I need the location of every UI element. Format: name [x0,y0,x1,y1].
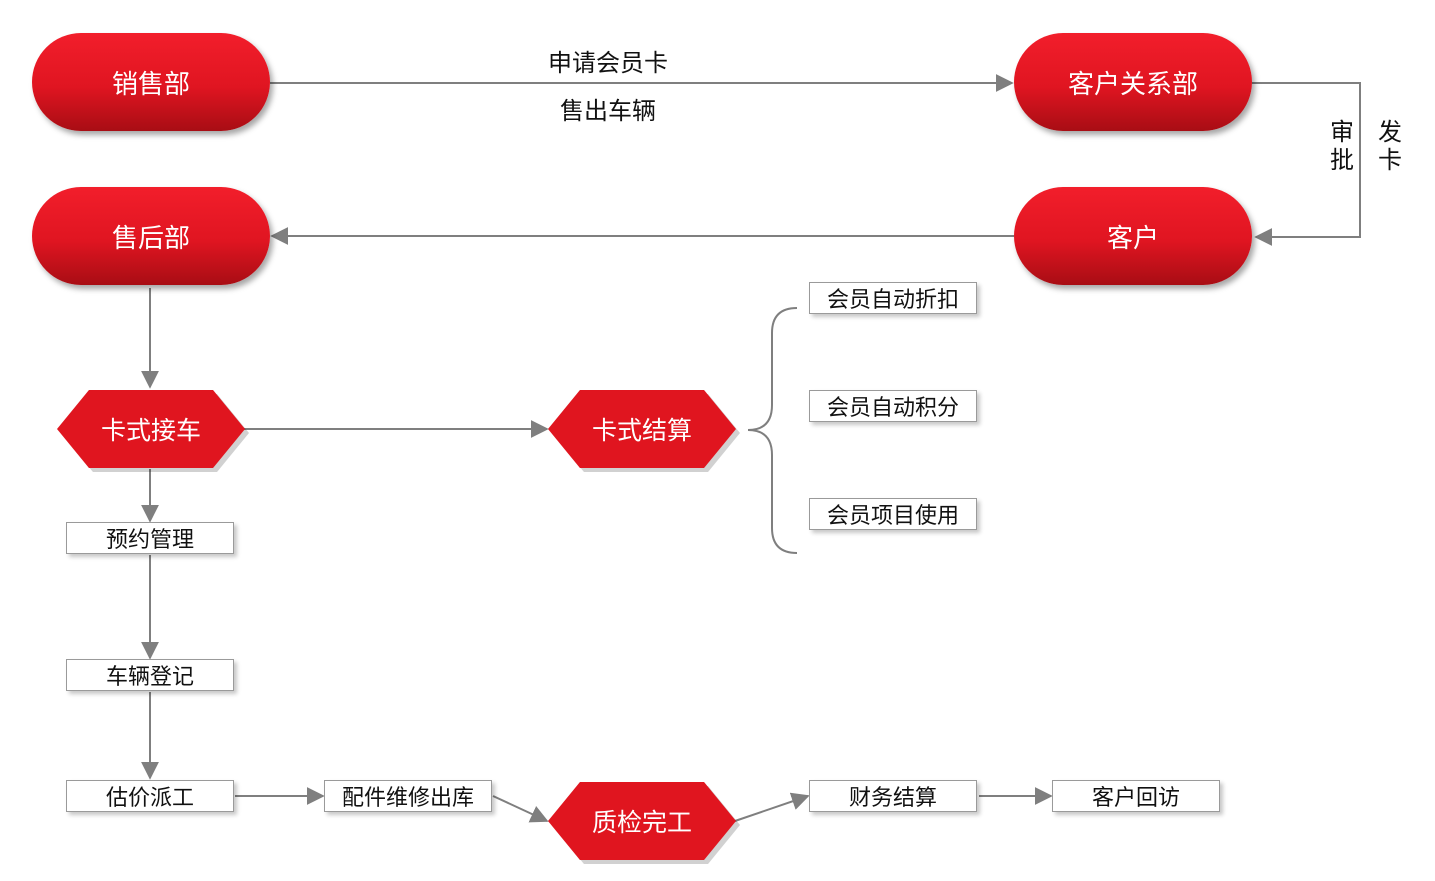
settlement-option-label: 会员自动折扣 [826,288,959,313]
settlement-brace [747,307,798,554]
edge-label-approve: 审批 [1330,118,1354,174]
crm-dept-node: 客户关系部 [1014,33,1252,131]
qc-complete-node: 质检完工 [548,782,736,860]
appointment-node: 预约管理 [66,522,234,554]
settlement-option-label: 会员项目使用 [826,504,959,529]
parts-out-label: 配件维修出库 [341,786,474,811]
settlement-option-items: 会员项目使用 [809,498,977,530]
finance-settle-node: 财务结算 [809,780,977,812]
card-reception-label: 卡式接车 [100,416,201,445]
customer-label: 客户 [1106,223,1159,254]
sales-dept-node: 销售部 [32,33,270,131]
after-sales-dept-label: 售后部 [111,223,190,254]
parts-out-node: 配件维修出库 [324,780,492,812]
vehicle-register-label: 车辆登记 [105,665,194,690]
edge-label-sell-vehicle: 售出车辆 [560,97,656,125]
card-settlement-label: 卡式结算 [591,416,692,445]
edge-label-apply-card: 申请会员卡 [548,49,668,77]
qc-complete-label: 质检完工 [591,808,692,837]
crm-dept-label: 客户关系部 [1067,69,1198,100]
sales-dept-label: 销售部 [111,69,190,100]
arrow-qc-to-finance [734,792,810,822]
edge-label-issue-card: 发卡 [1378,118,1402,174]
arrow-crm-to-customer [1252,82,1361,246]
arrow-parts-to-qc [492,795,549,823]
card-settlement-node: 卡式结算 [548,390,736,468]
vehicle-register-node: 车辆登记 [66,659,234,691]
settlement-option-points: 会员自动积分 [809,390,977,422]
appointment-label: 预约管理 [105,528,194,553]
customer-visit-node: 客户回访 [1052,780,1220,812]
finance-settle-label: 财务结算 [848,786,937,811]
card-reception-node: 卡式接车 [57,390,245,468]
customer-visit-label: 客户回访 [1091,786,1180,811]
estimate-dispatch-node: 估价派工 [66,780,234,812]
after-sales-dept-node: 售后部 [32,187,270,285]
estimate-dispatch-label: 估价派工 [105,786,194,811]
settlement-option-discount: 会员自动折扣 [809,282,977,314]
settlement-option-label: 会员自动积分 [826,396,959,421]
customer-node: 客户 [1014,187,1252,285]
